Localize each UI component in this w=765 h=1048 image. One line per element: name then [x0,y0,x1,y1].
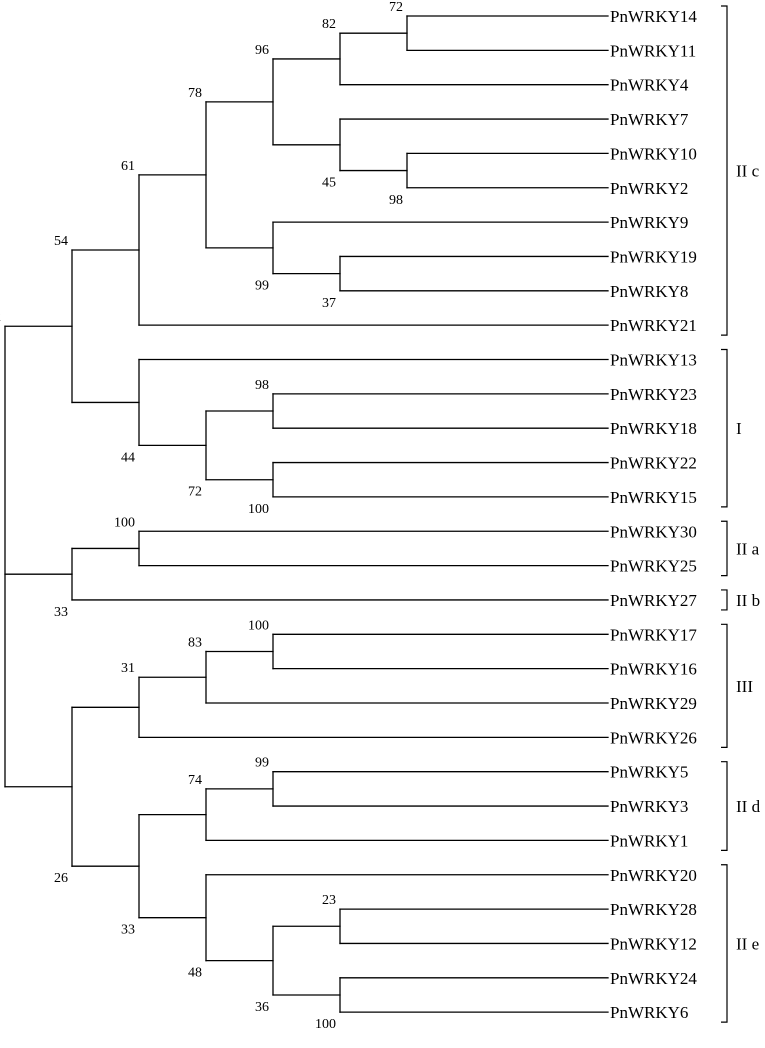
bootstrap-value: 100 [315,1017,336,1032]
group-bracket [721,761,728,851]
group-label: II e [736,934,759,953]
group-bracket [721,864,728,1023]
leaf-label-pnwrky4: PnWRKY4 [610,76,689,95]
leaf-label-pnwrky20: PnWRKY20 [610,866,697,885]
group-label: II d [736,797,761,816]
leaf-label-pnwrky13: PnWRKY13 [610,351,697,370]
leaf-label-pnwrky23: PnWRKY23 [610,385,697,404]
tree-branches [4,15,609,1013]
bootstrap-value: 82 [322,17,336,32]
bootstrap-value: 100 [248,502,269,517]
bootstrap-value: 96 [255,43,269,58]
bootstrap-value: 45 [322,176,336,191]
bootstrap-value: 99 [255,279,269,294]
group-bracket [721,623,728,748]
bootstrap-value: 98 [389,193,403,208]
leaf-label-pnwrky9: PnWRKY9 [610,213,688,232]
bootstrap-value: 48 [188,966,202,981]
bootstrap-value: 54 [54,234,68,249]
group-bracket [721,520,728,577]
leaf-label-pnwrky12: PnWRKY12 [610,934,697,953]
leaf-label-pnwrky17: PnWRKY17 [610,625,697,644]
leaf-label-pnwrky29: PnWRKY29 [610,694,697,713]
leaf-label-pnwrky3: PnWRKY3 [610,797,688,816]
bootstrap-value: 31 [121,661,135,676]
leaf-label-pnwrky26: PnWRKY26 [610,728,697,747]
bootstrap-value: 83 [188,635,202,650]
leaf-label-pnwrky21: PnWRKY21 [610,316,697,335]
leaf-label-pnwrky22: PnWRKY22 [610,454,697,473]
group-label: II b [736,591,760,610]
bootstrap-value: 36 [255,1000,269,1015]
bootstrap-value: 23 [322,893,336,908]
leaf-label-pnwrky30: PnWRKY30 [610,522,697,541]
bootstrap-value: 100 [248,618,269,633]
bootstrap-value: 78 [188,86,202,101]
group-label: I [736,419,742,438]
leaf-label-pnwrky25: PnWRKY25 [610,557,697,576]
bootstrap-value: 26 [54,871,68,886]
leaf-label-pnwrky24: PnWRKY24 [610,969,697,988]
leaf-label-pnwrky28: PnWRKY28 [610,900,697,919]
leaf-label-pnwrky7: PnWRKY7 [610,110,689,129]
group-label: III [736,677,753,696]
bootstrap-values: 62 54 61 78 96 82 72 45 98 99 37 44 72 98 100 33 100 26 31… [0,0,403,1032]
group-brackets: II c I II a II b III II d II e [721,5,761,1023]
leaf-label-pnwrky19: PnWRKY19 [610,247,697,266]
bootstrap-value: 72 [389,0,403,15]
leaf-label-pnwrky11: PnWRKY11 [610,41,696,60]
group-bracket [721,5,728,336]
leaf-label-pnwrky16: PnWRKY16 [610,660,697,679]
leaf-label-pnwrky14: PnWRKY14 [610,7,697,26]
leaf-label-pnwrky1: PnWRKY1 [610,831,688,850]
leaf-label-pnwrky8: PnWRKY8 [610,282,688,301]
leaf-labels: PnWRKY14PnWRKY11PnWRKY4PnWRKY7PnWRKY10Pn… [610,7,697,1022]
leaf-label-pnwrky18: PnWRKY18 [610,419,697,438]
group-bracket [721,589,728,611]
bootstrap-value: 98 [255,378,269,393]
leaf-label-pnwrky27: PnWRKY27 [610,591,697,610]
bootstrap-value: 99 [255,756,269,771]
leaf-label-pnwrky5: PnWRKY5 [610,763,688,782]
bootstrap-value: 44 [121,450,135,465]
group-bracket [721,348,728,508]
bootstrap-value: 61 [121,159,135,174]
bootstrap-value: 100 [114,515,135,530]
bootstrap-value: 62 [0,310,1,325]
group-label: II a [736,539,760,558]
leaf-label-pnwrky6: PnWRKY6 [610,1003,688,1022]
bootstrap-value: 74 [188,773,202,788]
leaf-label-pnwrky10: PnWRKY10 [610,144,697,163]
leaf-label-pnwrky15: PnWRKY15 [610,488,697,507]
bootstrap-value: 72 [188,485,202,500]
bootstrap-value: 33 [121,923,135,938]
bootstrap-value: 37 [322,296,336,311]
bootstrap-value: 33 [54,605,68,620]
leaf-label-pnwrky2: PnWRKY2 [610,179,688,198]
group-label: II c [736,162,760,181]
